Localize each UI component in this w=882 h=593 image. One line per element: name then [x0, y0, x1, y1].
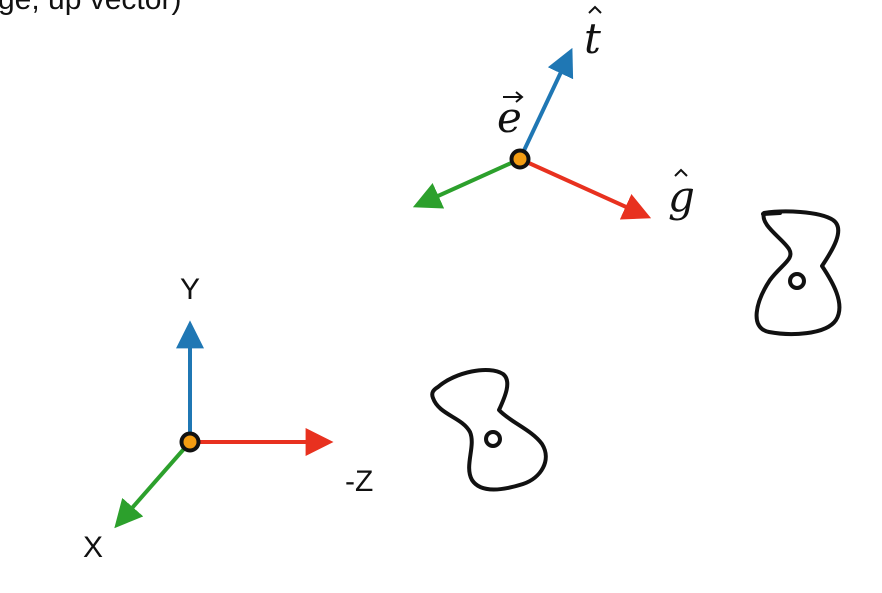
object-center-mark — [788, 272, 806, 290]
object-outline-shape — [430, 368, 548, 492]
object-camera-view — [754, 209, 842, 336]
object-center-mark — [484, 430, 502, 448]
camera-side-arrow — [412, 157, 521, 209]
camera-gaze-label: g — [668, 168, 695, 221]
camera-position-label: e — [497, 91, 524, 142]
hat-icon — [588, 5, 602, 14]
camera-up-arrow — [518, 47, 574, 160]
world-z-label: -Z — [345, 465, 373, 498]
object-top-stroke — [761, 211, 782, 216]
world-origin-point — [179, 431, 201, 453]
camera-up-label: t — [584, 5, 602, 63]
vector-arrowhead-icon — [515, 91, 524, 103]
world-x-axis — [114, 440, 192, 529]
svg-text:t: t — [584, 14, 601, 63]
world-axes: Y -Z X — [83, 273, 373, 564]
camera-frame: e t g — [412, 5, 695, 221]
object-outline-shape — [754, 209, 842, 336]
camera-position-point — [509, 148, 531, 170]
camera-gaze-arrow — [519, 157, 652, 220]
hat-icon — [674, 168, 688, 177]
world-y-label: Y — [180, 273, 200, 306]
world-x-label: X — [83, 531, 103, 564]
svg-text:g: g — [668, 172, 695, 221]
object-world-space — [430, 368, 548, 492]
top-cropped-text: ge, up vector) — [0, 0, 181, 16]
